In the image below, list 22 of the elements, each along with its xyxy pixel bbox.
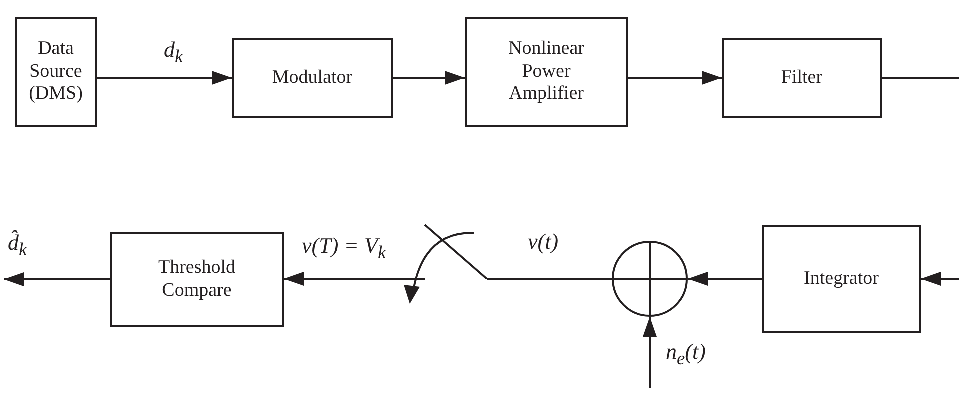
signal-arrow <box>284 272 425 286</box>
signal-arrow <box>921 272 959 286</box>
block-label: Threshold Compare <box>157 256 237 302</box>
process-box <box>110 232 284 327</box>
process-box <box>762 225 921 333</box>
signal-arrow <box>4 272 110 286</box>
switch-symbol <box>425 222 487 282</box>
process-box <box>15 17 97 127</box>
block-label: Modulator <box>272 66 353 90</box>
signal-arrow <box>643 317 657 388</box>
signal-arrow <box>97 71 232 85</box>
block-label: Nonlinear Power Amplifier <box>508 38 586 106</box>
signal-arrow <box>393 71 465 85</box>
process-box <box>465 17 628 127</box>
block-label: Integrator <box>804 268 879 290</box>
block-label: Filter <box>781 66 823 90</box>
signal-arrow <box>688 272 762 286</box>
process-box <box>722 38 882 118</box>
process-box <box>232 38 393 118</box>
signal-arrow <box>628 71 722 85</box>
summing-junction <box>612 241 688 317</box>
block-label: Data Source (DMS) <box>28 38 84 106</box>
